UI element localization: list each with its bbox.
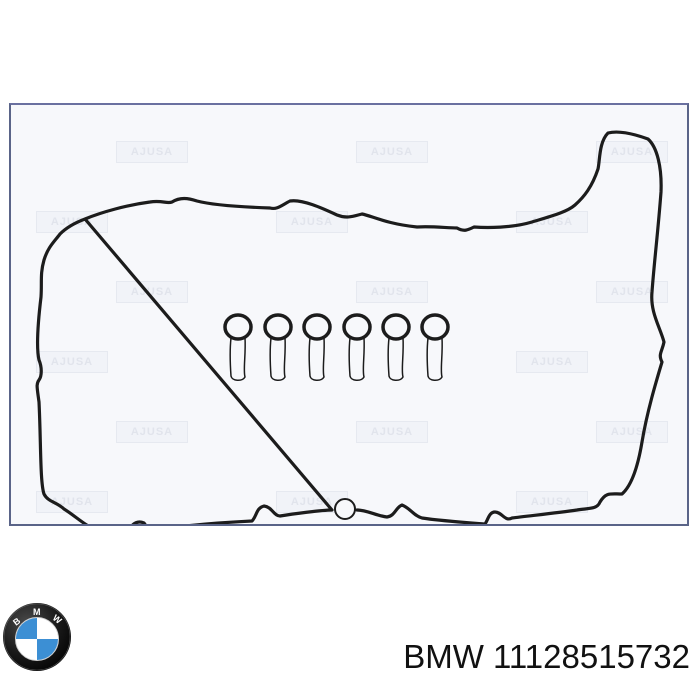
watermark: AJUSA [36,351,108,373]
watermark: AJUSA [116,281,188,303]
watermark: AJUSA [116,421,188,443]
gasket-drawing [35,130,666,524]
spark-plug-seal [420,313,450,381]
spark-plug-seal [263,313,293,381]
watermark: AJUSA [36,491,108,513]
watermark: AJUSA [596,141,668,163]
svg-text:M: M [33,607,41,617]
watermark: AJUSA [596,421,668,443]
watermark: AJUSA [356,421,428,443]
watermark: AJUSA [596,281,668,303]
spark-plug-seal [223,313,253,381]
spark-plug-seal [342,313,372,381]
watermark: AJUSA [356,281,428,303]
watermark: AJUSA [116,141,188,163]
bmw-logo-icon: B M W [2,602,72,672]
part-number-label: BMW 11128515732 [403,638,690,675]
alignment-ring [334,498,356,520]
svg-text:B: B [11,615,23,627]
spark-plug-seal [302,313,332,381]
watermark: AJUSA [356,141,428,163]
spark-plug-seal [381,313,411,381]
main-gasket-outline [35,130,666,524]
watermark: AJUSA [516,351,588,373]
watermark: AJUSA [276,211,348,233]
gasket-diagram-frame: AJUSA AJUSA AJUSA AJUSA AJUSA AJUSA AJUS… [9,103,689,526]
spark-plug-seals [223,313,450,381]
